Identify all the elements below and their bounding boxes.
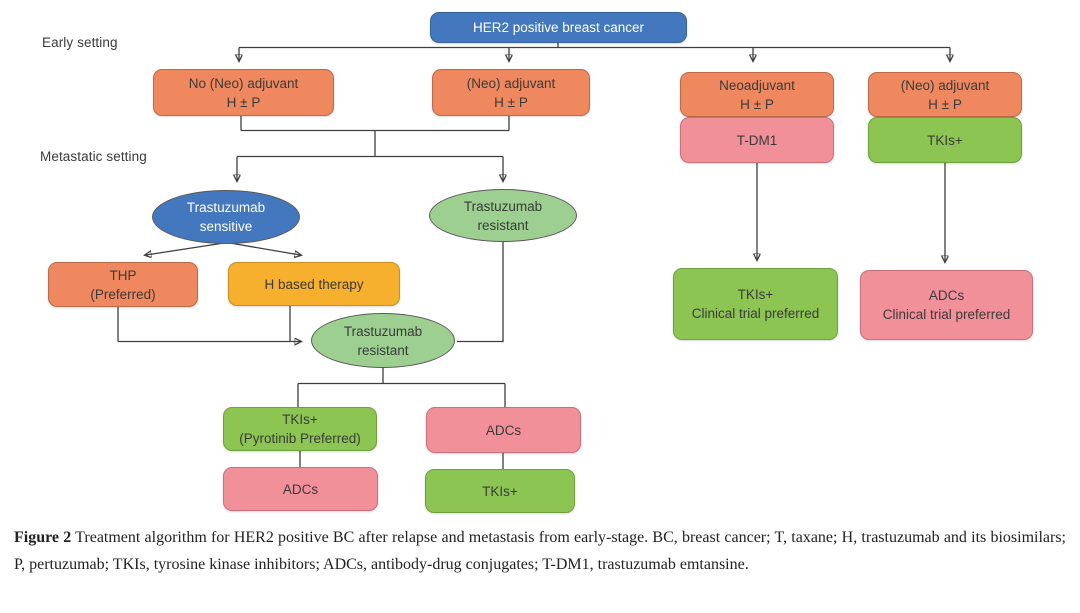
node-adcs-right: ADCs [426, 407, 581, 453]
node-label: H ± P [928, 96, 962, 112]
node-label: sensitive [199, 219, 253, 234]
figure-caption-label: Figure 2 [14, 529, 72, 546]
node-label: Trastuzumab [343, 323, 423, 339]
node-label: (Pyrotinib Preferred) [239, 431, 361, 446]
node-label: resistant [477, 217, 529, 233]
node-label: Trastuzumab [463, 198, 543, 214]
node-label: ADCs [928, 288, 965, 303]
node-label: ADCs [485, 422, 522, 438]
node-label: Clinical trial preferred [691, 306, 820, 321]
node-label: Neoadjuvant [719, 77, 795, 93]
node-label: TKIs+ [482, 483, 518, 499]
node-trastuzumab-resistant-mid: Trastuzumab resistant [311, 313, 455, 368]
node-tkis-bottom: TKIs+ [425, 469, 575, 513]
node-tkis-right-column: TKIs+ [868, 117, 1022, 163]
node-adcs-left: ADCs [223, 467, 378, 511]
node-label: TKIs+ [737, 287, 774, 302]
node-neoadjuvant: Neoadjuvant H ± P [680, 72, 834, 117]
node-label: Clinical trial preferred [882, 307, 1011, 322]
node-label: H ± P [494, 94, 528, 110]
node-label: Trastuzumab [186, 200, 266, 215]
node-h-based-therapy: H based therapy [228, 262, 400, 306]
label-metastatic-setting: Metastatic setting [40, 149, 147, 164]
node-label: ADCs [282, 481, 319, 497]
label-early-setting: Early setting [42, 35, 118, 50]
node-label: (Preferred) [90, 286, 156, 302]
node-label: resistant [357, 342, 409, 358]
node-label: H ± P [226, 94, 261, 110]
node-label: THP [109, 267, 137, 283]
node-no-neo-adjuvant: No (Neo) adjuvant H ± P [153, 69, 334, 116]
node-neo-adjuvant-2: (Neo) adjuvant H ± P [432, 69, 590, 116]
node-thp-preferred: THP (Preferred) [48, 262, 198, 307]
node-label: (Neo) adjuvant [900, 77, 990, 93]
node-label: TKIs+ [282, 412, 318, 427]
node-label: (Neo) adjuvant [466, 75, 556, 91]
node-adcs-clinical-trial-preferred: ADCs Clinical trial preferred [860, 270, 1033, 340]
node-label: H based therapy [264, 276, 364, 292]
node-label: HER2 positive breast cancer [472, 20, 645, 35]
node-label: T-DM1 [736, 132, 778, 148]
node-label: TKIs+ [927, 132, 963, 148]
node-label: H ± P [740, 96, 774, 112]
node-trastuzumab-resistant-top: Trastuzumab resistant [429, 189, 577, 242]
node-t-dm1: T-DM1 [680, 117, 834, 163]
node-tkis-pyrotinib-preferred: TKIs+ (Pyrotinib Preferred) [223, 407, 377, 451]
node-her2-positive-breast-cancer: HER2 positive breast cancer [430, 12, 687, 43]
figure-caption: Figure 2 Treatment algorithm for HER2 po… [14, 524, 1066, 578]
node-label: No (Neo) adjuvant [188, 75, 299, 91]
node-trastuzumab-sensitive: Trastuzumab sensitive [152, 190, 300, 244]
node-tkis-clinical-trial-preferred: TKIs+ Clinical trial preferred [673, 268, 838, 340]
node-neo-adjuvant-4: (Neo) adjuvant H ± P [868, 72, 1022, 117]
figure-caption-text: Treatment algorithm for HER2 positive BC… [14, 529, 1067, 573]
